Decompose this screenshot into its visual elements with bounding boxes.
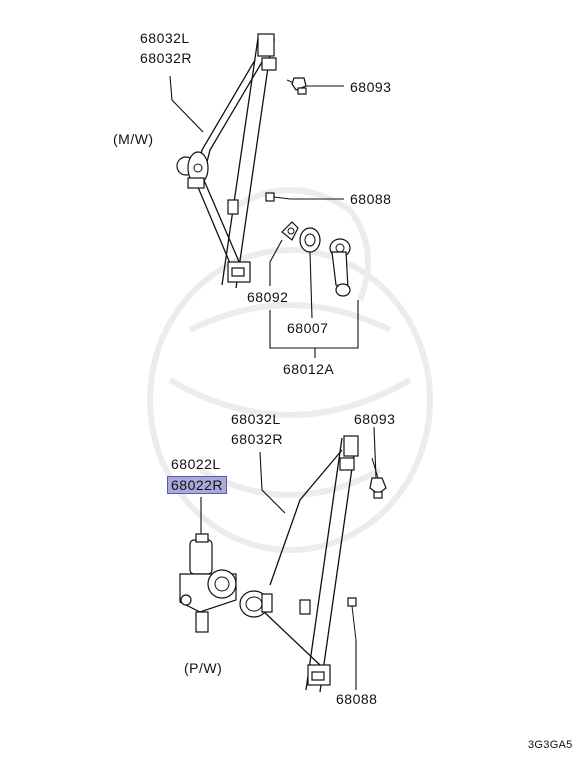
lower-regulator-right-label[interactable]: 68032R: [231, 431, 284, 447]
lower-variant-label: (P/W): [184, 660, 223, 676]
upper-regulator: [176, 33, 277, 289]
lower-bolt-lower-label[interactable]: 68088: [336, 691, 378, 707]
clip-label[interactable]: 68092: [247, 289, 289, 305]
motor-left-label[interactable]: 68022L: [171, 456, 221, 472]
handle-set-label[interactable]: 68012A: [283, 361, 335, 377]
upper-bolt-68088-icon: [265, 192, 291, 202]
motor-right-label-highlighted[interactable]: 68022R: [167, 476, 228, 494]
lower-bolt-68093-icon: [369, 457, 387, 499]
upper-bolt-lower-label[interactable]: 68088: [350, 191, 392, 207]
lower-regulator-left-label[interactable]: 68032L: [231, 411, 281, 427]
clip-68092-icon: [281, 221, 299, 241]
upper-variant-label: (M/W): [113, 131, 154, 147]
escutcheon-label[interactable]: 68007: [287, 320, 329, 336]
upper-bolt-top-label[interactable]: 68093: [350, 79, 392, 95]
window-crank-handle-icon: [329, 238, 351, 297]
lower-bolt-68088-icon: [347, 597, 357, 641]
upper-regulator-left-label[interactable]: 68032L: [140, 30, 190, 46]
escutcheon-68007-icon: [299, 227, 321, 253]
lower-regulator: [239, 435, 359, 693]
lower-bolt-top-label[interactable]: 68093: [354, 411, 396, 427]
upper-regulator-right-label[interactable]: 68032R: [140, 50, 193, 66]
window-motor-68022-icon: [179, 533, 237, 633]
diagram-code: 3G3GA5: [528, 739, 573, 751]
upper-bolt-68093-icon: [286, 77, 307, 95]
